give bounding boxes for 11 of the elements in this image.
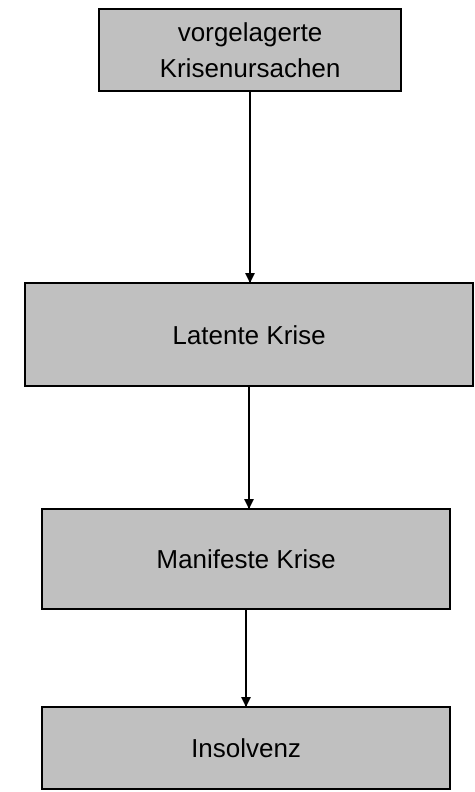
arrow (241, 610, 251, 707)
arrow (245, 92, 255, 283)
box-label: vorgelagerte Krisenursachen (158, 16, 342, 85)
box-label: Manifeste Krise (156, 543, 336, 576)
process-box (98, 8, 402, 92)
box-label: Insolvenz (191, 732, 301, 765)
box-label: Latente Krise (172, 318, 326, 352)
process-box (24, 282, 474, 387)
process-box (41, 706, 451, 790)
arrow (244, 387, 254, 509)
process-box (41, 508, 451, 610)
